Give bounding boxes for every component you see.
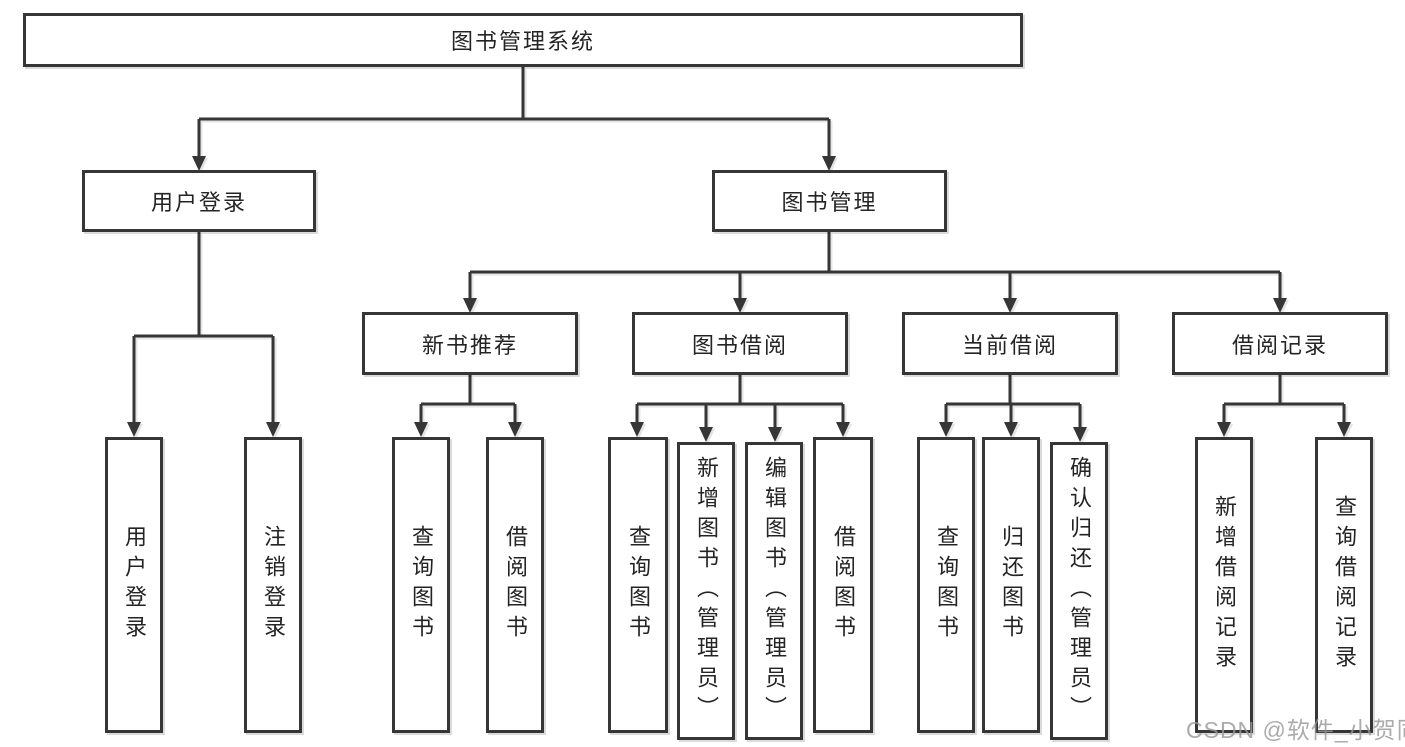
connector-borrow-records-children <box>1222 375 1346 423</box>
connector-current-borrow-children <box>944 375 1082 428</box>
node-leaf-borrow-books: 借阅图书 <box>813 437 873 733</box>
arrowheads-book-management-children <box>463 298 1287 313</box>
node-book-borrow: 图书借阅 <box>632 312 848 375</box>
arrowheads-root-to-level2 <box>192 156 836 171</box>
connector-user-login-children <box>132 232 275 423</box>
node-root: 图书管理系统 <box>23 13 1023 67</box>
arrowheads-new-book-recommend-children <box>414 422 522 437</box>
node-leaf-query-books-current: 查询图书 <box>917 437 975 733</box>
node-leaf-return-books: 归还图书 <box>982 437 1040 733</box>
node-leaf-add-borrow-record: 新增借阅记录 <box>1195 437 1253 733</box>
node-leaf-query-borrow-record: 查询借阅记录 <box>1315 437 1373 733</box>
node-leaf-user-login: 用户登录 <box>105 437 163 733</box>
arrowheads-book-borrow-children <box>630 422 850 442</box>
connector-book-borrow-children <box>635 375 845 428</box>
node-new-book-recommend: 新书推荐 <box>362 312 578 375</box>
arrowheads-borrow-records-children <box>1217 422 1351 437</box>
connector-root-to-level2 <box>197 67 831 157</box>
watermark: CSDN @软件_小贺同学 <box>1186 717 1405 743</box>
node-leaf-confirm-return-admin: 确认归还（管理员） <box>1050 442 1108 740</box>
node-current-borrow: 当前借阅 <box>902 312 1118 375</box>
node-leaf-logout-login: 注销登录 <box>244 437 302 733</box>
node-leaf-query-books-recommend: 查询图书 <box>392 437 450 733</box>
node-borrow-records: 借阅记录 <box>1172 312 1388 375</box>
node-leaf-add-books-admin: 新增图书（管理员） <box>677 442 735 740</box>
arrowheads-current-borrow-children <box>939 422 1087 442</box>
node-leaf-edit-books-admin: 编辑图书（管理员） <box>745 442 803 740</box>
connector-book-management-children <box>468 232 1282 299</box>
node-leaf-query-books-borrow: 查询图书 <box>608 437 668 733</box>
node-book-management: 图书管理 <box>712 170 947 232</box>
connector-new-book-recommend-children <box>419 375 517 423</box>
node-user-login: 用户登录 <box>82 170 316 232</box>
arrowheads-user-login-children <box>127 422 280 437</box>
node-leaf-borrow-books-recommend: 借阅图书 <box>486 437 544 733</box>
